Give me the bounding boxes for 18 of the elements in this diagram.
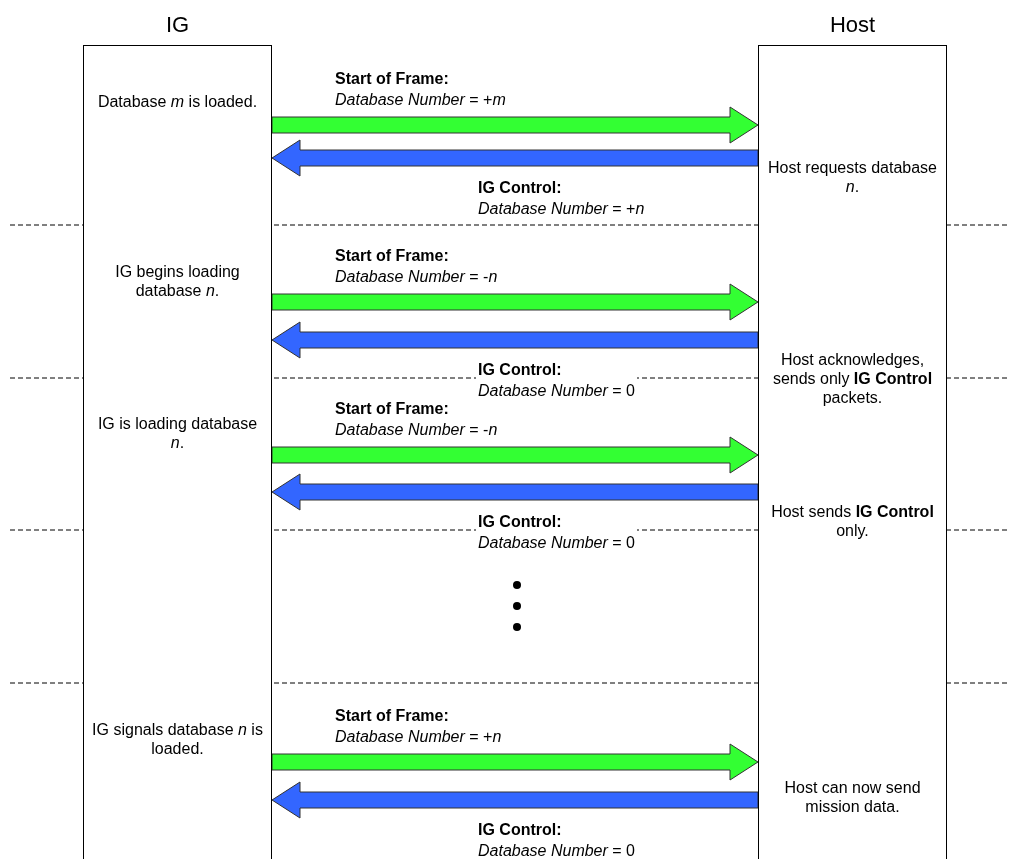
block-arrow bbox=[271, 283, 759, 321]
block-arrow bbox=[271, 436, 759, 474]
step-note: Database m is loaded. bbox=[90, 92, 265, 111]
block-arrow bbox=[271, 743, 759, 781]
step-note: Host acknowledges, sends only IG Control packets. bbox=[765, 350, 940, 407]
lifeline-heading: IG bbox=[164, 12, 191, 38]
step-note: Host requests database n. bbox=[765, 158, 940, 196]
step-note: IG signals database n is loaded. bbox=[90, 720, 265, 758]
block-arrow bbox=[271, 321, 759, 359]
step-note: IG begins loading database n. bbox=[90, 262, 265, 300]
block-arrow bbox=[271, 139, 759, 177]
step-note: Host can now send mission data. bbox=[765, 778, 940, 816]
step-note: Host sends IG Control only. bbox=[765, 502, 940, 540]
block-arrow bbox=[271, 473, 759, 511]
lifeline-heading: Host bbox=[828, 12, 877, 38]
step-note: IG is loading database n. bbox=[90, 414, 265, 452]
block-arrow bbox=[271, 106, 759, 144]
block-arrow bbox=[271, 781, 759, 819]
